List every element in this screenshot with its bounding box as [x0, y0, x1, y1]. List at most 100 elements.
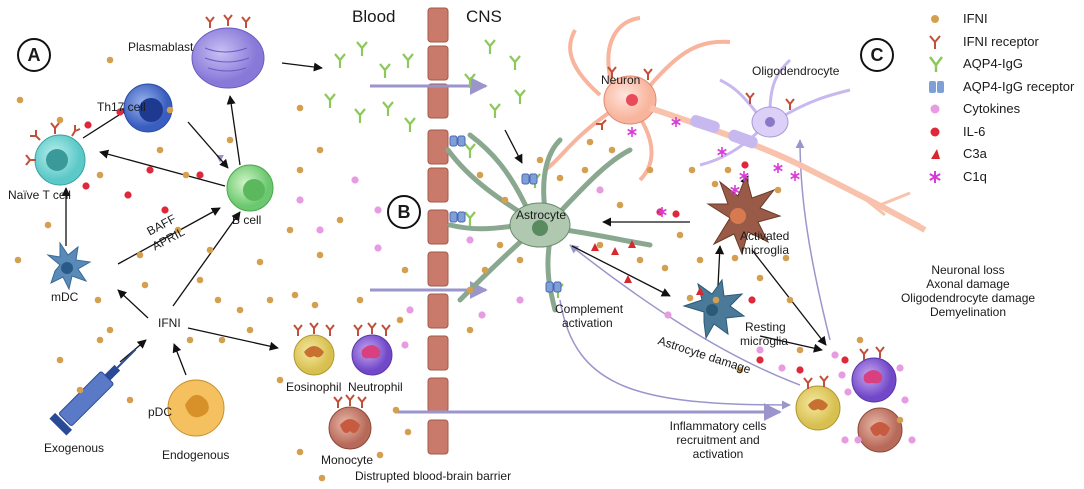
neutrophil-cell	[351, 334, 393, 376]
molecule-dot	[586, 138, 594, 146]
legend-item-c1q: C1q	[928, 166, 1078, 189]
damage-line-4: Demyelination	[929, 305, 1007, 319]
endogenous-label: Endogenous	[162, 448, 230, 462]
molecule-dot	[646, 166, 654, 174]
molecule-dot	[336, 216, 344, 224]
neutrophil-label: Neutrophil	[348, 380, 403, 394]
molecule-dot	[688, 166, 696, 174]
molecule-dot	[778, 364, 786, 372]
molecule-dot	[136, 251, 144, 259]
molecule-dot	[82, 182, 90, 190]
legend-label: C3a	[963, 146, 987, 161]
molecule-dot	[712, 296, 720, 304]
molecule-dot	[186, 336, 194, 344]
panel-b-badge: B	[387, 195, 421, 229]
legend: IFNI IFNI receptor AQP4-IgG AQP4-IgG rec…	[928, 8, 1078, 188]
c1q-star	[671, 117, 681, 127]
damage-line-1: Neuronal loss	[931, 263, 1005, 277]
molecule-dot	[796, 346, 804, 354]
b-cell-label: B cell	[232, 213, 262, 227]
legend-item-aqp4-igg: AQP4-IgG	[928, 53, 1078, 76]
molecule-dot	[146, 166, 154, 174]
molecule-dot	[276, 376, 284, 384]
molecule-dot	[318, 474, 326, 482]
legend-item-aqp4-receptor: AQP4-IgG receptor	[928, 76, 1078, 99]
complement-label-1: Complement	[555, 302, 624, 316]
molecule-dot	[466, 286, 474, 294]
c3a-triangle	[611, 247, 619, 255]
molecule-dot	[901, 396, 909, 404]
c1q-star	[627, 127, 637, 137]
c3a-triangle	[624, 275, 632, 283]
molecule-dot	[596, 241, 604, 249]
molecule-dot	[376, 451, 384, 459]
molecule-dot	[374, 206, 382, 214]
c3a-triangle-icon	[931, 149, 940, 159]
molecule-dot	[478, 311, 486, 319]
inflammatory-label-2: recruitment and	[676, 433, 760, 447]
molecule-dot	[44, 221, 52, 229]
molecule-dot	[481, 266, 489, 274]
molecule-dot	[174, 226, 182, 234]
legend-item-il6: IL-6	[928, 121, 1078, 144]
plasmablast-cell	[191, 27, 265, 89]
ifni-receptors	[25, 14, 885, 408]
molecule-dot	[581, 166, 589, 174]
aqp4-igg-receptor-icon	[929, 80, 944, 93]
molecule-dot	[266, 296, 274, 304]
c1q-star	[730, 185, 740, 195]
myelin-segments	[690, 114, 758, 149]
ifni-dot-icon	[931, 15, 939, 23]
molecule-dot	[392, 406, 400, 414]
naive-t-label: Naïve T cell	[8, 188, 71, 202]
molecule-dot	[96, 336, 104, 344]
mdc-cell	[46, 241, 92, 291]
panel-a-badge: A	[17, 38, 51, 72]
legend-label: IL-6	[963, 123, 986, 139]
molecule-dot	[466, 236, 474, 244]
molecule-dot	[756, 274, 764, 282]
c1q-star	[657, 207, 667, 217]
c1q-star	[790, 171, 800, 181]
signal-arrows	[61, 62, 827, 376]
monocyte-label: Monocyte	[321, 453, 374, 467]
molecule-dot	[556, 174, 564, 182]
legend-label: AQP4-IgG receptor	[963, 78, 1075, 94]
molecule-dot	[741, 161, 749, 169]
molecule-dot	[731, 254, 739, 262]
molecule-dot	[796, 366, 804, 374]
molecule-dot	[672, 210, 680, 218]
molecule-dot	[636, 256, 644, 264]
molecule-dot	[374, 244, 382, 252]
molecule-dot	[296, 448, 304, 456]
molecule-dot	[182, 171, 190, 179]
blood-heading: Blood	[352, 7, 396, 26]
legend-item-c3a: C3a	[928, 143, 1078, 166]
il6-dot-icon	[930, 127, 940, 136]
cns-heading: CNS	[466, 7, 502, 26]
damage-line-2: Axonal damage	[926, 277, 1010, 291]
infiltrating-cells	[795, 357, 903, 453]
molecule-dot	[56, 116, 64, 124]
molecule-dot	[196, 276, 204, 284]
molecule-dot	[896, 364, 904, 372]
astrocyte-label: Astrocyte	[516, 208, 567, 222]
molecule-dot	[466, 326, 474, 334]
complement-label-2: activation	[562, 316, 613, 330]
oligodendrocyte-label: Oligodendrocyte	[752, 64, 840, 78]
molecule-dot	[116, 108, 124, 116]
eosinophil-cell	[293, 334, 335, 376]
molecule-dot	[661, 264, 669, 272]
molecule-dot	[246, 326, 254, 334]
molecule-dot	[236, 306, 244, 314]
inflammatory-label-1: Inflammatory cells	[669, 419, 767, 433]
molecule-dot	[896, 416, 904, 424]
naive-t-cell	[34, 134, 86, 186]
eosinophil-label: Eosinophil	[286, 380, 342, 394]
molecule-dot	[166, 106, 174, 114]
molecule-dot	[736, 366, 744, 374]
c3a-triangle	[696, 287, 704, 295]
mdc-label: mDC	[51, 290, 79, 304]
molecule-dot	[774, 186, 782, 194]
